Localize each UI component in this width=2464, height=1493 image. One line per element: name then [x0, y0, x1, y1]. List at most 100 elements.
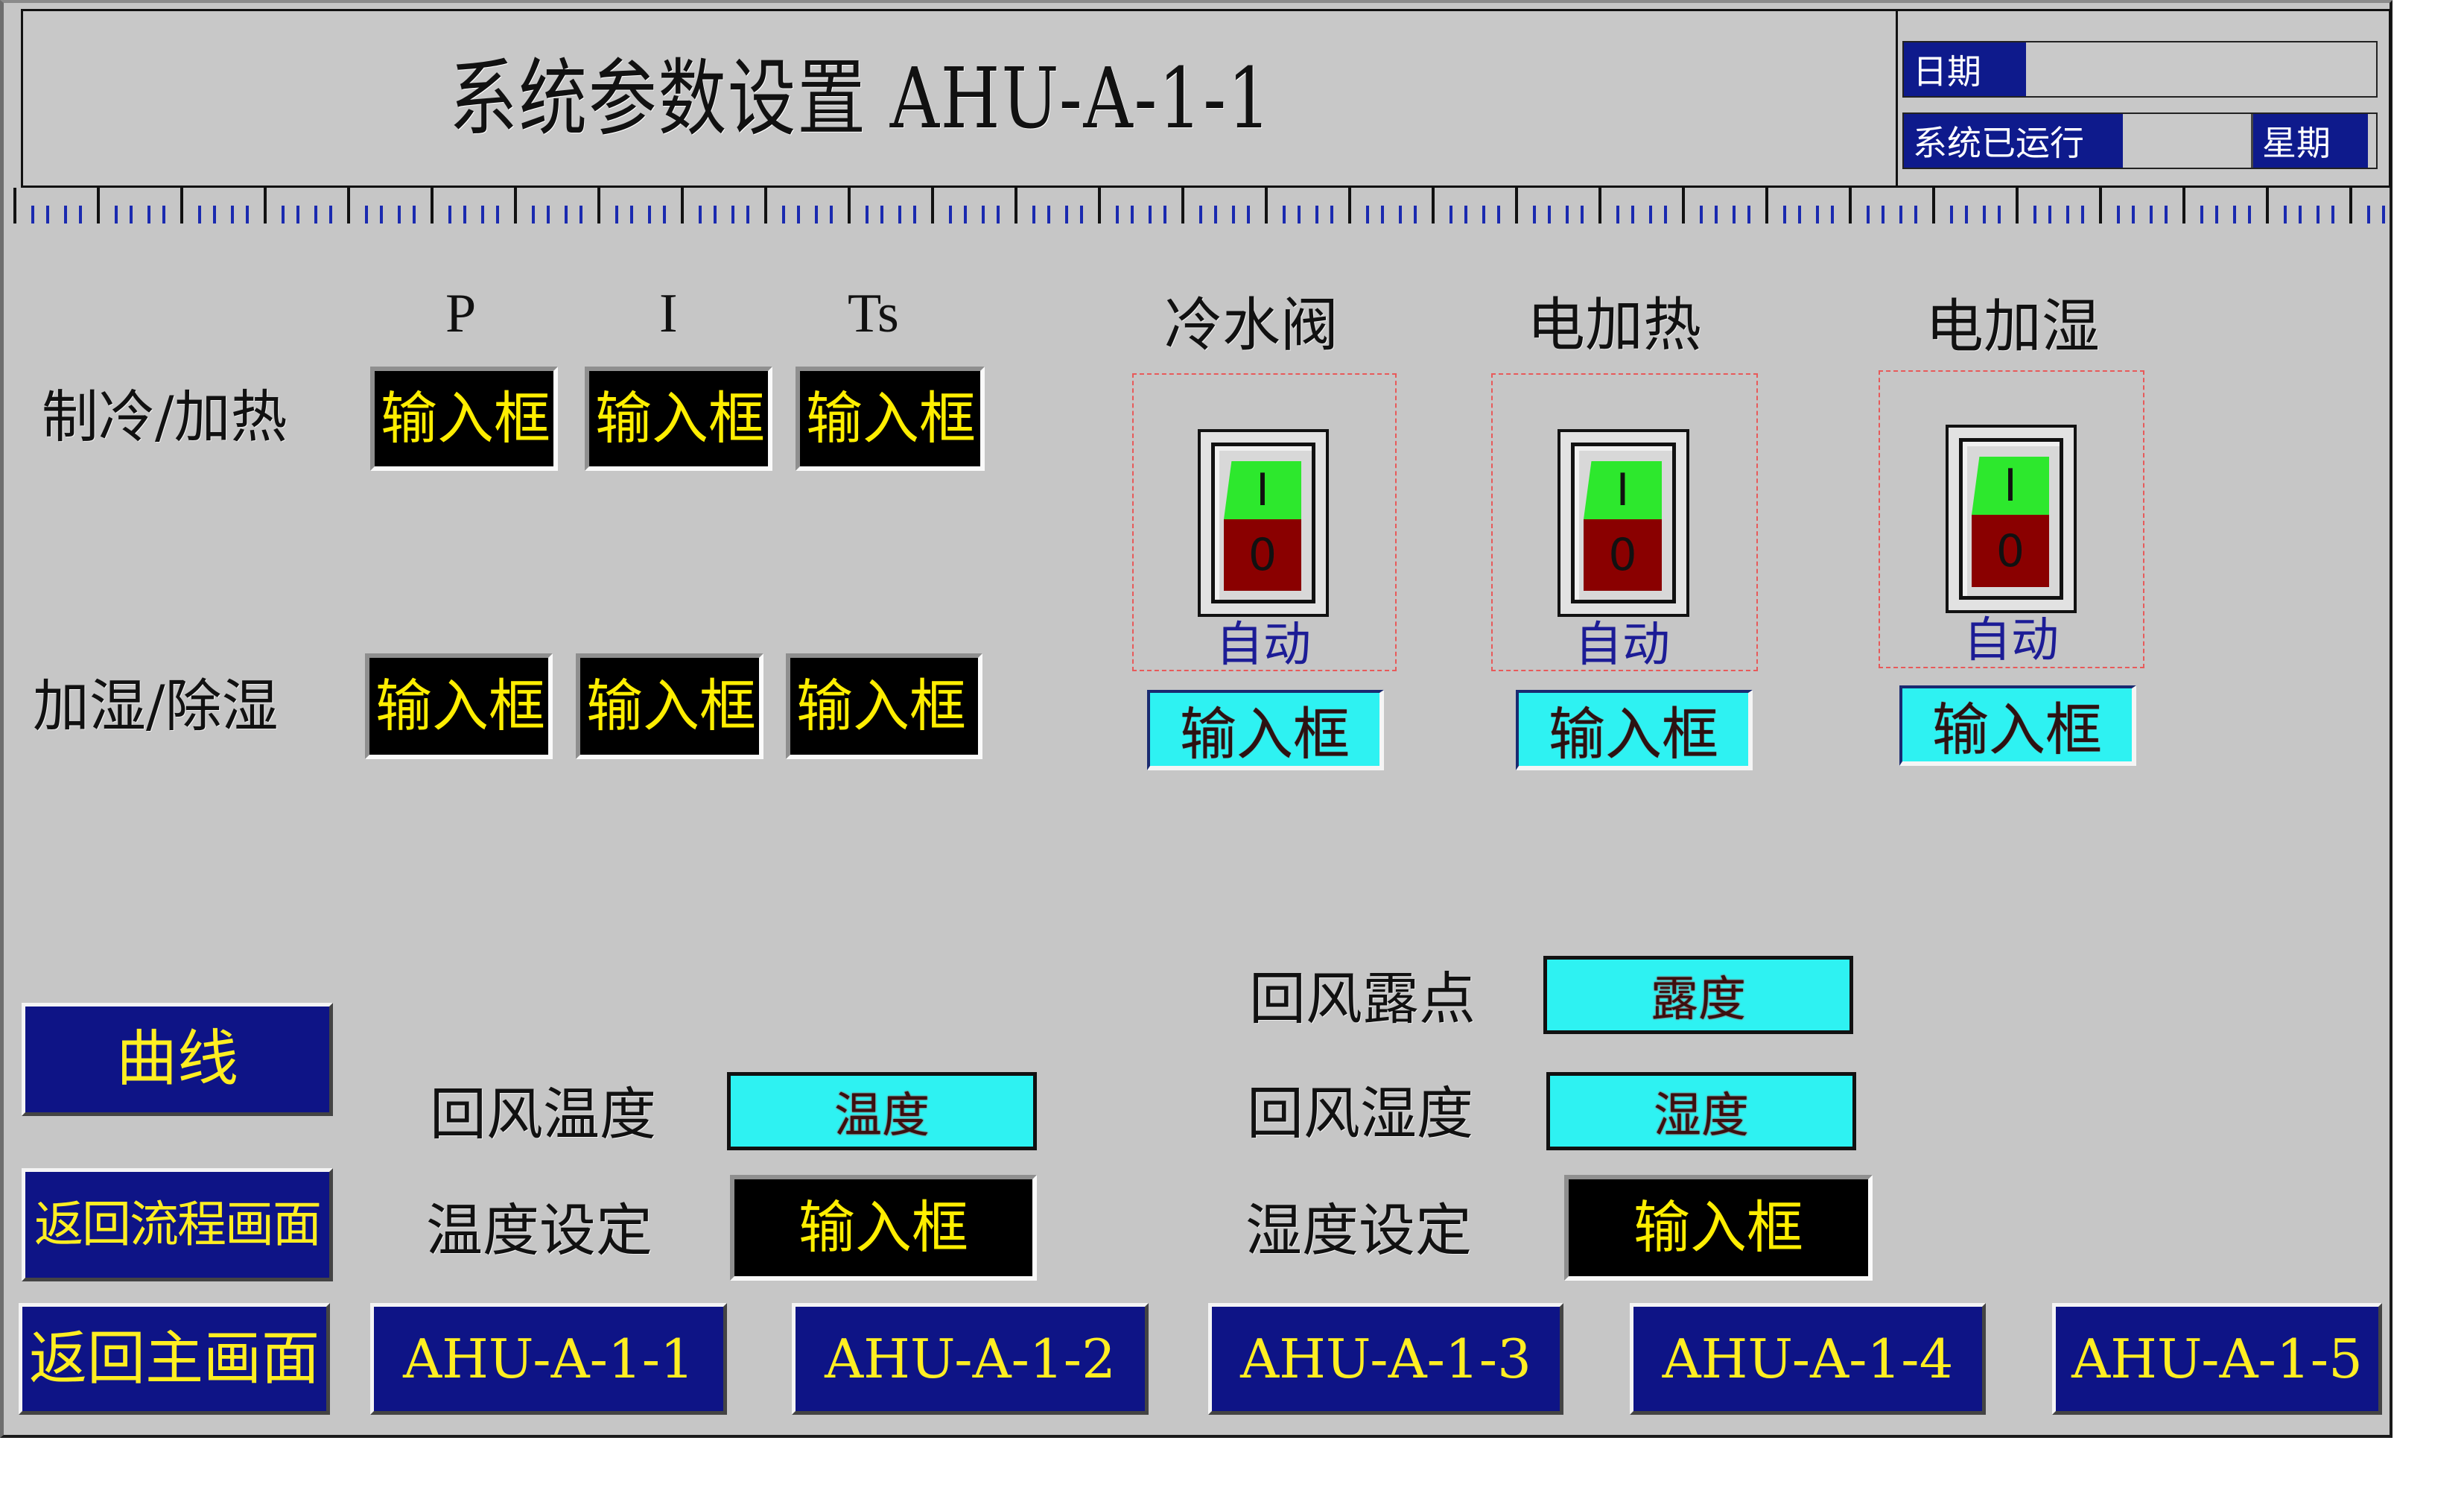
decorative-ruler	[6, 188, 2387, 225]
ruler-minor-tick	[2233, 206, 2236, 224]
ruler-minor-tick	[2132, 206, 2135, 224]
switch-on-segment: I	[1224, 461, 1301, 519]
ruler-minor-tick	[1616, 206, 1619, 224]
switch-electric-humidifier[interactable]: I 0	[1946, 425, 2077, 613]
pid-col-ts: Ts	[848, 283, 899, 344]
mode-label-electric-humidifier: 自动	[1963, 613, 2059, 668]
switch-chilled-valve[interactable]: I 0	[1198, 429, 1329, 617]
ruler-major-tick	[180, 188, 183, 224]
ruler-major-tick	[13, 188, 16, 224]
switch-on-segment: I	[1972, 457, 2049, 515]
ruler-minor-tick	[1330, 206, 1333, 224]
back-to-process-button[interactable]: 返回流程画面	[22, 1168, 333, 1281]
ruler-minor-tick	[1163, 206, 1166, 224]
ruler-minor-tick	[2081, 206, 2084, 224]
ruler-minor-tick	[1116, 206, 1119, 224]
humid-dehumid-ts-input[interactable]: 输入框	[786, 653, 982, 759]
ruler-minor-tick	[79, 206, 82, 224]
unit-button-ahu-a-1-2[interactable]: AHU-A-1-2	[792, 1303, 1149, 1415]
unit-button-ahu-a-1-4[interactable]: AHU-A-1-4	[1630, 1303, 1986, 1415]
date-label: 日期	[1904, 42, 2026, 96]
ruler-minor-tick	[731, 206, 734, 224]
ruler-minor-tick	[1283, 206, 1286, 224]
on-glyph: I	[1256, 464, 1269, 516]
ruler-minor-tick	[982, 206, 985, 224]
ruler-minor-tick	[46, 206, 49, 224]
title-panel: 系统参数设置 AHU-A-1-1	[21, 9, 1898, 188]
ruler-minor-tick	[231, 206, 234, 224]
ruler-minor-tick	[1548, 206, 1551, 224]
ruler-minor-tick	[314, 206, 317, 224]
unit-button-ahu-a-1-1[interactable]: AHU-A-1-1	[370, 1303, 727, 1415]
ruler-minor-tick	[1032, 206, 1035, 224]
ruler-minor-tick	[282, 206, 285, 224]
ruler-minor-tick	[1149, 206, 1152, 224]
cool-heat-ts-input[interactable]: 输入框	[796, 367, 985, 471]
ruler-minor-tick	[830, 206, 833, 224]
ruler-minor-tick	[1747, 206, 1750, 224]
ruler-major-tick	[2266, 188, 2269, 224]
back-to-main-button[interactable]: 返回主画面	[19, 1303, 330, 1415]
electric-heater-input[interactable]: 输入框	[1516, 690, 1753, 770]
ruler-minor-tick	[1533, 206, 1536, 224]
ruler-major-tick	[2099, 188, 2102, 224]
ruler-minor-tick	[615, 206, 618, 224]
ruler-minor-tick	[2284, 206, 2287, 224]
ruler-minor-tick	[648, 206, 651, 224]
ruler-major-tick	[1515, 188, 1518, 224]
ruler-minor-tick	[1867, 206, 1870, 224]
humidity-setpoint-input[interactable]: 输入框	[1564, 1175, 1873, 1281]
humid-dehumid-label: 加湿/除湿	[33, 673, 279, 739]
humid-dehumid-i-input[interactable]: 输入框	[576, 653, 763, 759]
ruler-minor-tick	[1831, 206, 1834, 224]
humid-dehumid-p-input[interactable]: 输入框	[365, 653, 553, 759]
page-title: 系统参数设置 AHU-A-1-1	[449, 51, 1272, 148]
mode-label-chilled-valve: 自动	[1216, 618, 1311, 673]
return-temp-label: 回风温度	[430, 1081, 656, 1147]
ruler-major-tick	[2016, 188, 2019, 224]
ruler-minor-tick	[2048, 206, 2051, 224]
electric-humidifier-input[interactable]: 输入框	[1899, 685, 2136, 766]
runtime-row: 系统已运行 星期	[1902, 112, 2378, 169]
ruler-minor-tick	[1497, 206, 1500, 224]
ruler-minor-tick	[380, 206, 383, 224]
ruler-major-tick	[97, 188, 100, 224]
curve-button[interactable]: 曲线	[22, 1003, 333, 1116]
ruler-minor-tick	[1566, 206, 1569, 224]
device-frame-electric-humidifier	[1879, 370, 2144, 668]
ruler-minor-tick	[64, 206, 67, 224]
ruler-minor-tick	[1581, 206, 1584, 224]
mode-label-electric-heater: 自动	[1575, 618, 1670, 673]
ruler-minor-tick	[663, 206, 666, 224]
ruler-minor-tick	[1631, 206, 1634, 224]
ruler-minor-tick	[2367, 206, 2370, 224]
ruler-minor-tick	[898, 206, 901, 224]
switch-electric-heater[interactable]: I 0	[1558, 429, 1689, 617]
ruler-major-tick	[597, 188, 600, 224]
ruler-minor-tick	[1399, 206, 1402, 224]
ruler-minor-tick	[1882, 206, 1884, 224]
chilled-valve-input[interactable]: 输入框	[1147, 690, 1384, 770]
unit-button-ahu-a-1-5[interactable]: AHU-A-1-5	[2052, 1303, 2382, 1415]
unit-button-ahu-a-1-3[interactable]: AHU-A-1-3	[1208, 1303, 1563, 1415]
ruler-minor-tick	[1381, 206, 1384, 224]
date-value	[2026, 42, 2376, 96]
cool-heat-p-input[interactable]: 输入框	[370, 367, 558, 471]
switch-off-segment: 0	[1224, 519, 1301, 591]
ruler-minor-tick	[496, 206, 499, 224]
device-title-chilled-valve: 冷水阀	[1164, 292, 1339, 359]
temp-setpoint-input[interactable]: 输入框	[730, 1175, 1037, 1281]
ruler-major-tick	[264, 188, 267, 224]
return-dewpoint-display: 露度	[1543, 956, 1853, 1034]
ruler-minor-tick	[413, 206, 416, 224]
ruler-minor-tick	[1214, 206, 1217, 224]
ruler-minor-tick	[1366, 206, 1369, 224]
ruler-major-tick	[1765, 188, 1768, 224]
off-glyph: 0	[1248, 529, 1277, 581]
ruler-minor-tick	[398, 206, 401, 224]
ruler-minor-tick	[630, 206, 633, 224]
ruler-minor-tick	[31, 206, 34, 224]
cool-heat-i-input[interactable]: 输入框	[585, 367, 772, 471]
ruler-major-tick	[431, 188, 434, 224]
ruler-minor-tick	[1816, 206, 1819, 224]
